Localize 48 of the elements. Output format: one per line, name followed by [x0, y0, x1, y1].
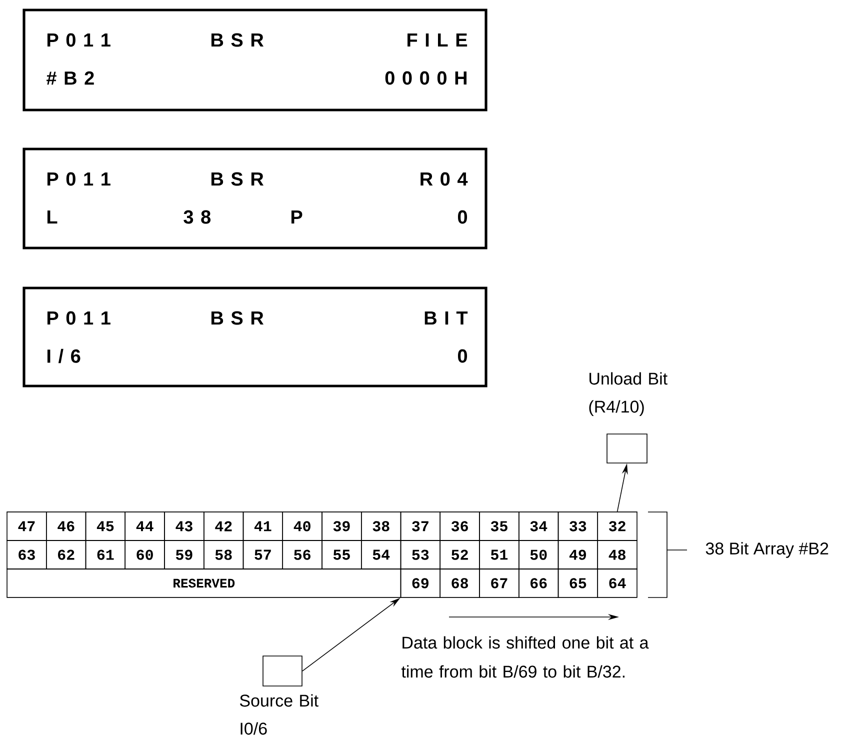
bit-cell: 69: [400, 568, 440, 598]
bit-cell: 45: [85, 512, 126, 541]
bit-cell: 56: [282, 540, 322, 570]
bit-cell: 36: [440, 512, 480, 541]
lcd-display: P 0 1 1 B S R B I T I / 6 0: [22, 286, 488, 388]
bit-cell: 53: [400, 540, 440, 570]
bit-cell: 57: [242, 540, 283, 570]
bit-cell: 37: [400, 512, 440, 541]
bit-cell: 61: [85, 540, 126, 570]
reserved-cell: RESERVED: [6, 568, 402, 598]
bit-cell: 44: [124, 512, 165, 541]
bit-cell: 38: [361, 512, 402, 541]
bit-cell: 48: [597, 540, 638, 570]
bit-cell: 47: [6, 512, 47, 541]
bit-cell: 34: [518, 512, 559, 541]
bit-cell: 60: [124, 540, 165, 570]
bit-cell: 32: [597, 512, 638, 541]
bit-cell: 33: [558, 512, 598, 541]
bit-cell: 40: [282, 512, 322, 541]
bit-cell: 51: [479, 540, 520, 570]
lcd-display: P 0 1 1 B S R R 0 4 L 3 8 P 0: [22, 148, 488, 250]
bit-box: Unload Bit (R4/10): [589, 372, 668, 464]
bit-cell: 65: [558, 568, 598, 598]
bit-box: Source Bit I0/6: [240, 656, 318, 735]
bit-cell: 63: [6, 540, 47, 570]
bit-cell: 66: [518, 568, 559, 598]
bit-cell: 39: [322, 512, 362, 541]
bit-cell: 54: [361, 540, 402, 570]
bit-cell: 41: [242, 512, 283, 541]
node-label: Source Bit I0/6: [240, 694, 318, 735]
bit-cell: 58: [204, 540, 244, 570]
bit-cell: 55: [322, 540, 362, 570]
bit-cell: 35: [479, 512, 520, 541]
bit-cell: 49: [558, 540, 598, 570]
bit-cell: 62: [46, 540, 86, 570]
bit-cell: 42: [204, 512, 244, 541]
bit-cell: 52: [440, 540, 480, 570]
array-label: 38 Bit Array #B2: [706, 542, 828, 558]
note-text: Data block is shifted one bit at a time from bit B/69 to bit B/32.: [401, 636, 649, 678]
bit-cell: 64: [597, 568, 638, 598]
bit-cell: 67: [479, 568, 520, 598]
bit-cell: 43: [164, 512, 204, 541]
bit-cell: 50: [518, 540, 559, 570]
bit-cell: 59: [164, 540, 204, 570]
bit-cell: 68: [440, 568, 480, 598]
node-label: Unload Bit (R4/10): [589, 372, 668, 416]
lcd-display: P 0 1 1 B S R F I L E # B 2 0 0 0 0 H: [22, 8, 488, 112]
bit-cell: 46: [46, 512, 86, 541]
